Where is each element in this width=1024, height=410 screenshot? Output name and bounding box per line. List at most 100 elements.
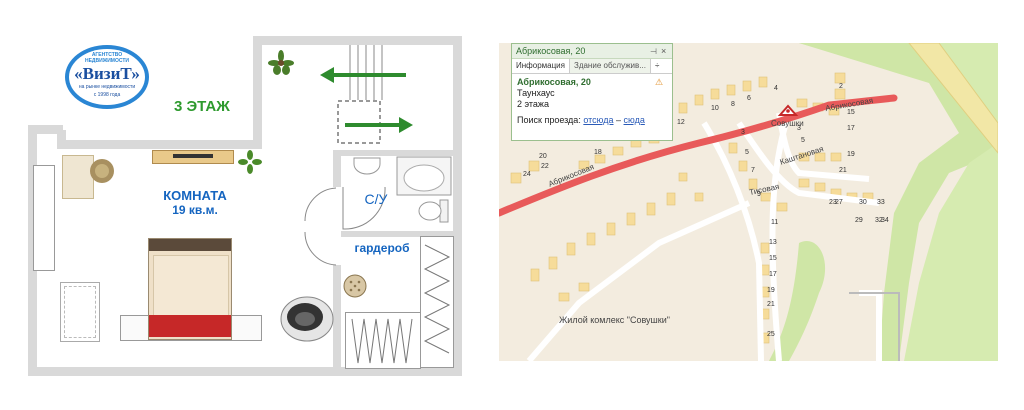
wall: [333, 150, 341, 187]
house-number: 29: [855, 217, 863, 224]
house-number: 30: [859, 199, 867, 206]
floor-plan: АГЕНТСТВО НЕДВИЖИМОСТИ «ВизиТ» на рынке …: [0, 0, 490, 410]
popup-body: Абрикосовая, 20 ⚠ Таунхаус 2 этажа Поиск…: [512, 74, 672, 129]
room-area: 19 кв.м.: [172, 203, 218, 217]
bed: [148, 238, 232, 340]
stair-arrow-up: [320, 67, 406, 83]
popup-type: Таунхаус: [517, 88, 555, 98]
close-icon[interactable]: ×: [661, 46, 667, 56]
floor-label: 3 ЭТАЖ: [174, 98, 230, 115]
house-number: 17: [769, 271, 777, 278]
sink-icon: [353, 157, 381, 175]
logo-arc-text: АГЕНТСТВО НЕДВИЖИМОСТИ: [84, 52, 129, 64]
logo-name: «ВизиТ»: [74, 64, 140, 83]
wall: [333, 150, 455, 156]
popup-title: Абрикосовая, 20: [517, 77, 591, 87]
stair-arrow-down: [345, 117, 413, 133]
wall: [57, 140, 262, 149]
route-separator: –: [616, 115, 622, 125]
wall: [57, 130, 66, 149]
wall: [253, 36, 262, 149]
logo-since: с 1998 года: [93, 92, 121, 98]
house-number: 13: [769, 239, 777, 246]
door-swing: [342, 186, 386, 230]
popup-header-title: Абрикосовая, 20: [516, 46, 586, 56]
house-number: 33: [877, 199, 885, 206]
wall: [28, 125, 37, 375]
wall: [253, 36, 462, 45]
popup-header: Абрикосовая, 20 ⊣ ×: [512, 44, 672, 59]
window: [33, 165, 55, 271]
house-number: 21: [839, 167, 847, 174]
map-canvas[interactable]: [499, 43, 998, 361]
house-number: 7: [751, 167, 755, 174]
house-number: 12: [677, 119, 685, 126]
house-number: 2: [839, 83, 843, 90]
house-number: 22: [541, 163, 549, 170]
tab-building[interactable]: Здание обслужив...: [569, 59, 651, 73]
house-number: 21: [767, 301, 775, 308]
room-label: КОМНАТА: [163, 188, 227, 203]
house-number: 11: [771, 219, 779, 226]
staircase: [337, 45, 383, 144]
house-number: 27: [835, 199, 843, 206]
route-from-link[interactable]: отсюда: [583, 115, 614, 125]
logo-ellipse: [65, 45, 149, 109]
street-label: Совушки: [771, 119, 804, 128]
bathroom-label: С/У: [364, 191, 388, 207]
house-number: 9: [757, 191, 761, 198]
agency-logo: АГЕНТСТВО НЕДВИЖИМОСТИ «ВизиТ» на рынке …: [64, 44, 150, 110]
house-number: 3: [741, 129, 745, 136]
house-number: 5: [745, 149, 749, 156]
complex-label: Жилой комлекс "Совушки": [559, 315, 670, 325]
pouf-icon: [343, 274, 367, 298]
house-number: 19: [847, 151, 855, 158]
popup-floors: 2 этажа: [517, 99, 549, 109]
tv-console: [152, 150, 234, 164]
map-view[interactable]: Абрикосовая Абрикосовая Каштановая Тисов…: [499, 43, 998, 361]
house-number: 23: [829, 199, 837, 206]
house-number: 6: [747, 95, 751, 102]
wall: [28, 125, 63, 134]
bathtub-icon: [396, 156, 452, 196]
house-number: 19: [767, 287, 775, 294]
wall: [28, 367, 462, 376]
popup-tabs: Информация Здание обслужив... ÷: [512, 59, 672, 74]
cot: [60, 282, 100, 342]
plant-icon: [238, 150, 262, 174]
wardrobe-rail: [345, 312, 421, 369]
house-number: 4: [774, 85, 778, 92]
house-number: 10: [711, 105, 719, 112]
lounge-chair-icon: [280, 296, 334, 342]
armchair-icon: [90, 159, 114, 183]
pin-icon[interactable]: ⊣: [650, 47, 657, 56]
house-number: 15: [847, 109, 855, 116]
wall: [341, 231, 455, 237]
house-number: 5: [801, 137, 805, 144]
house-number: 25: [767, 331, 775, 338]
logo-tagline: на рынке недвижимости: [78, 84, 136, 90]
wall: [333, 265, 341, 367]
toilet-icon: [418, 199, 449, 223]
tab-info[interactable]: Информация: [512, 59, 570, 73]
house-number: 20: [539, 153, 547, 160]
house-number: 24: [523, 171, 531, 178]
plant-icon: [268, 50, 294, 75]
house-number: 34: [881, 217, 889, 224]
tab-more-icon[interactable]: ÷: [654, 61, 660, 70]
route-label: Поиск проезда:: [517, 115, 581, 125]
house-number: 8: [731, 101, 735, 108]
house-number: 18: [594, 149, 602, 156]
route-to-link[interactable]: сюда: [623, 115, 645, 125]
house-number: 17: [847, 125, 855, 132]
house-number: 32: [875, 217, 883, 224]
wardrobe-label: гардероб: [354, 241, 410, 255]
door-swing: [304, 187, 337, 266]
warning-icon: ⚠: [655, 77, 664, 87]
wardrobe-shelf: [420, 236, 454, 368]
location-marker: [777, 104, 799, 116]
house-number: 15: [769, 255, 777, 262]
house-number: 3: [797, 125, 801, 132]
info-popup: Абрикосовая, 20 ⊣ × Информация Здание об…: [511, 43, 673, 141]
wall: [453, 36, 462, 376]
